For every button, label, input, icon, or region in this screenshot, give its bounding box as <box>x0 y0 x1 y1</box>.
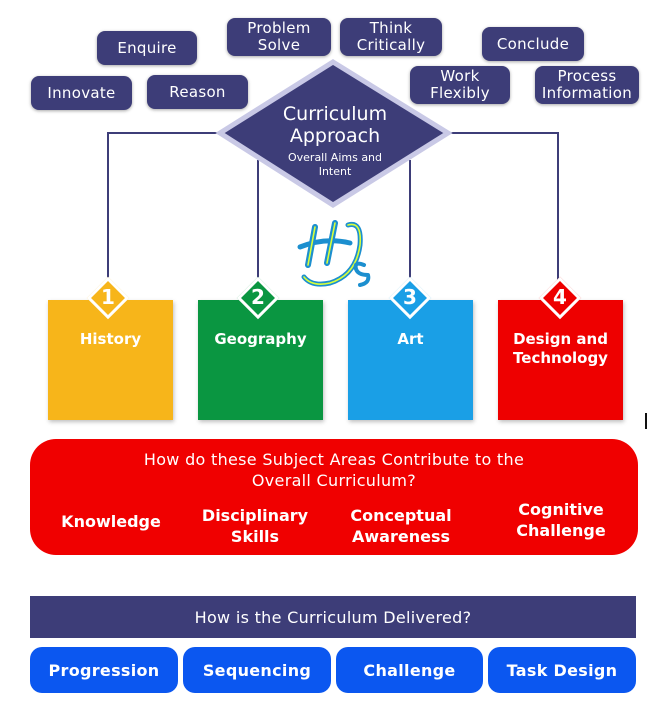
badge-number-3: 3 <box>403 285 417 309</box>
delivery-sequencing: Sequencing <box>183 647 331 693</box>
approach-title: Curriculum Approach <box>282 103 388 147</box>
approach-text: Curriculum Approach Overall Aims and Int… <box>255 103 415 179</box>
contribution-question: How do these Subject Areas Contribute to… <box>143 450 525 490</box>
delivery-question: How is the Curriculum Delivered? <box>30 596 636 638</box>
subject-card-geography: Geography <box>198 300 323 420</box>
skill-conclude: Conclude <box>482 27 584 61</box>
hjs-logo <box>297 220 371 287</box>
skill-reason: Reason <box>147 75 248 109</box>
badge-1: 1 <box>86 276 130 320</box>
contribution-disciplinary-skills: Disciplinary Skills <box>201 506 309 546</box>
delivery-progression: Progression <box>30 647 178 693</box>
delivery-task-design: Task Design <box>488 647 636 693</box>
subject-label-design-technology: Design and Technology <box>513 330 608 367</box>
badge-number-1: 1 <box>101 285 115 309</box>
badge-number-2: 2 <box>251 285 265 309</box>
badge-number-4: 4 <box>553 285 567 309</box>
badge-3: 3 <box>388 276 432 320</box>
skill-think-critically: Think Critically <box>340 18 442 56</box>
text-cursor <box>645 413 647 429</box>
skill-innovate: Innovate <box>31 76 132 110</box>
curriculum-approach-diamond <box>215 59 453 208</box>
subject-label-geography: Geography <box>214 330 307 348</box>
skill-process-information: Process Information <box>535 66 639 104</box>
contribution-panel: How do these Subject Areas Contribute to… <box>30 439 638 555</box>
subject-label-art: Art <box>397 330 424 348</box>
contribution-cognitive-challenge: Cognitive Challenge <box>516 500 606 540</box>
subject-card-art: Art <box>348 300 473 420</box>
subject-card-history: History <box>48 300 173 420</box>
contribution-conceptual-awareness: Conceptual Awareness <box>350 506 452 546</box>
subject-card-design-technology: Design and Technology <box>498 300 623 420</box>
subject-label-history: History <box>79 330 142 348</box>
badge-2: 2 <box>236 276 280 320</box>
skill-problem-solve: Problem Solve <box>227 18 331 56</box>
skill-work-flexibly: Work Flexibly <box>410 66 510 104</box>
skill-enquire: Enquire <box>97 31 197 65</box>
badge-4: 4 <box>538 276 582 320</box>
contribution-knowledge: Knowledge <box>61 512 161 531</box>
approach-subtitle: Overall Aims and Intent <box>287 151 383 178</box>
delivery-challenge: Challenge <box>336 647 483 693</box>
